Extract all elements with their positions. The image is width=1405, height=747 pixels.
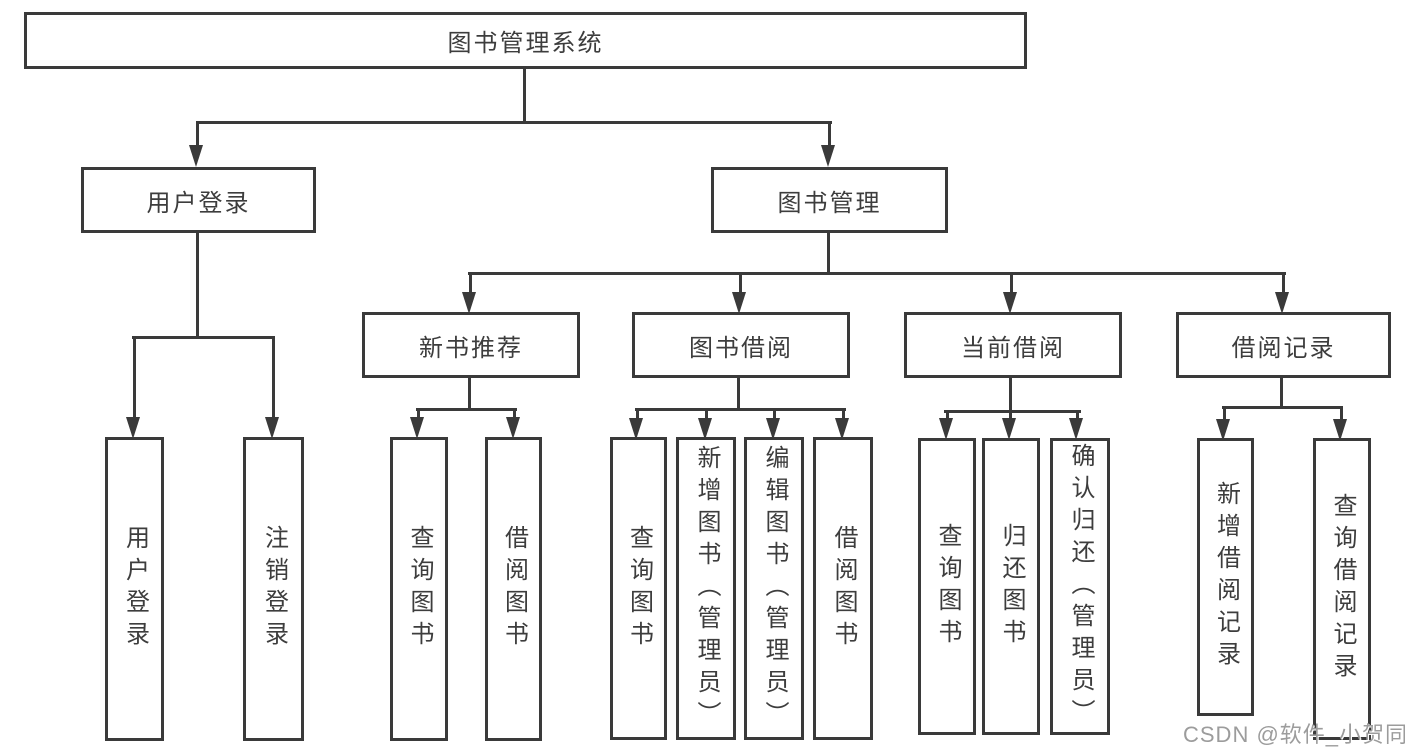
connector-line bbox=[944, 410, 1081, 413]
connector-line bbox=[828, 121, 831, 147]
connector-line bbox=[739, 273, 742, 294]
leaf-current-confirm-return-label: 确认归还（管理员） bbox=[1067, 442, 1094, 731]
connector-line bbox=[705, 409, 708, 420]
leaf-logout: 注销登录 bbox=[243, 437, 304, 741]
leaf-recommend-borrow-book-label: 借阅图书 bbox=[500, 525, 528, 653]
node-book-borrow: 图书借阅 bbox=[632, 312, 850, 378]
node-new-book-recommend: 新书推荐 bbox=[362, 312, 580, 378]
connector-line bbox=[133, 337, 136, 419]
arrowhead-icon bbox=[766, 418, 780, 440]
node-user-login-label: 用户登录 bbox=[146, 189, 251, 217]
connector-line bbox=[272, 337, 275, 419]
connector-line bbox=[196, 121, 199, 147]
leaf-recommend-query-book-label: 查询图书 bbox=[406, 525, 433, 653]
leaf-records-add-record: 新增借阅记录 bbox=[1197, 438, 1254, 716]
connector-line bbox=[1340, 407, 1343, 421]
arrowhead-icon bbox=[1333, 419, 1347, 441]
leaf-records-query-record: 查询借阅记录 bbox=[1313, 438, 1371, 740]
connector-line bbox=[513, 409, 516, 419]
connector-line bbox=[773, 409, 776, 420]
connector-line bbox=[737, 377, 740, 411]
node-new-book-recommend-label: 新书推荐 bbox=[419, 334, 523, 362]
leaf-current-return-book-label: 归还图书 bbox=[998, 522, 1025, 651]
connector-line bbox=[1009, 411, 1012, 420]
leaf-logout-label: 注销登录 bbox=[260, 525, 288, 653]
leaf-records-add-record-label: 新增借阅记录 bbox=[1212, 481, 1240, 673]
arrowhead-icon bbox=[126, 417, 140, 439]
arrowhead-icon bbox=[462, 292, 476, 314]
leaf-records-query-record-label: 查询借阅记录 bbox=[1329, 493, 1356, 685]
connector-line bbox=[635, 408, 846, 411]
watermark: CSDN @软件_小贺同学 bbox=[1183, 722, 1405, 747]
connector-line bbox=[1009, 377, 1012, 412]
leaf-borrow-edit-book: 编辑图书（管理员） bbox=[744, 437, 804, 740]
node-book-management: 图书管理 bbox=[711, 167, 948, 233]
arrowhead-icon bbox=[1275, 292, 1289, 314]
connector-line bbox=[946, 411, 949, 420]
connector-line bbox=[1280, 377, 1283, 409]
connector-line bbox=[196, 232, 199, 339]
leaf-user-login-label: 用户登录 bbox=[121, 525, 149, 653]
connector-line bbox=[416, 408, 517, 411]
node-book-borrow-label: 图书借阅 bbox=[689, 334, 793, 362]
arrowhead-icon bbox=[410, 417, 424, 439]
connector-line bbox=[1222, 406, 1343, 409]
arrowhead-icon bbox=[939, 418, 953, 440]
arrowhead-icon bbox=[189, 145, 203, 167]
arrowhead-icon bbox=[629, 418, 643, 440]
node-current-borrow: 当前借阅 bbox=[904, 312, 1122, 378]
arrowhead-icon bbox=[1216, 419, 1230, 441]
leaf-current-return-book: 归还图书 bbox=[982, 438, 1040, 735]
node-root: 图书管理系统 bbox=[24, 12, 1027, 69]
leaf-current-query-book-label: 查询图书 bbox=[934, 522, 961, 651]
connector-line bbox=[469, 273, 472, 294]
arrowhead-icon bbox=[1002, 418, 1016, 440]
node-book-management-label: 图书管理 bbox=[777, 189, 882, 217]
connector-line bbox=[1010, 273, 1013, 294]
leaf-borrow-add-book: 新增图书（管理员） bbox=[676, 437, 736, 740]
node-current-borrow-label: 当前借阅 bbox=[961, 334, 1065, 362]
arrowhead-icon bbox=[821, 145, 835, 167]
arrowhead-icon bbox=[835, 418, 849, 440]
leaf-borrow-edit-book-label: 编辑图书（管理员） bbox=[761, 444, 788, 733]
connector-line bbox=[827, 232, 830, 275]
leaf-borrow-borrow-book: 借阅图书 bbox=[813, 437, 873, 740]
leaf-current-query-book: 查询图书 bbox=[918, 438, 976, 735]
leaf-recommend-borrow-book: 借阅图书 bbox=[485, 437, 542, 741]
connector-line bbox=[132, 336, 275, 339]
leaf-borrow-query-book: 查询图书 bbox=[610, 437, 667, 740]
leaf-borrow-borrow-book-label: 借阅图书 bbox=[830, 524, 857, 653]
arrowhead-icon bbox=[732, 292, 746, 314]
arrowhead-icon bbox=[1003, 292, 1017, 314]
connector-line bbox=[417, 409, 420, 419]
connector-line bbox=[468, 272, 1286, 275]
arrowhead-icon bbox=[506, 417, 520, 439]
connector-line bbox=[468, 377, 471, 411]
connector-line bbox=[523, 69, 526, 123]
node-user-login: 用户登录 bbox=[81, 167, 316, 233]
connector-line bbox=[636, 409, 639, 420]
connector-line bbox=[1282, 273, 1285, 294]
arrowhead-icon bbox=[265, 417, 279, 439]
arrowhead-icon bbox=[1069, 418, 1083, 440]
arrowhead-icon bbox=[698, 418, 712, 440]
leaf-borrow-query-book-label: 查询图书 bbox=[625, 524, 653, 653]
leaf-borrow-add-book-label: 新增图书（管理员） bbox=[693, 444, 720, 733]
connector-line bbox=[1076, 411, 1079, 420]
connector-line bbox=[842, 409, 845, 420]
node-root-label: 图书管理系统 bbox=[447, 30, 604, 57]
node-borrow-records: 借阅记录 bbox=[1176, 312, 1391, 378]
node-borrow-records-label: 借阅记录 bbox=[1231, 334, 1336, 362]
leaf-user-login: 用户登录 bbox=[105, 437, 164, 741]
connector-line bbox=[1223, 407, 1226, 421]
connector-line bbox=[196, 121, 832, 124]
leaf-current-confirm-return: 确认归还（管理员） bbox=[1050, 438, 1110, 735]
leaf-recommend-query-book: 查询图书 bbox=[390, 437, 448, 741]
